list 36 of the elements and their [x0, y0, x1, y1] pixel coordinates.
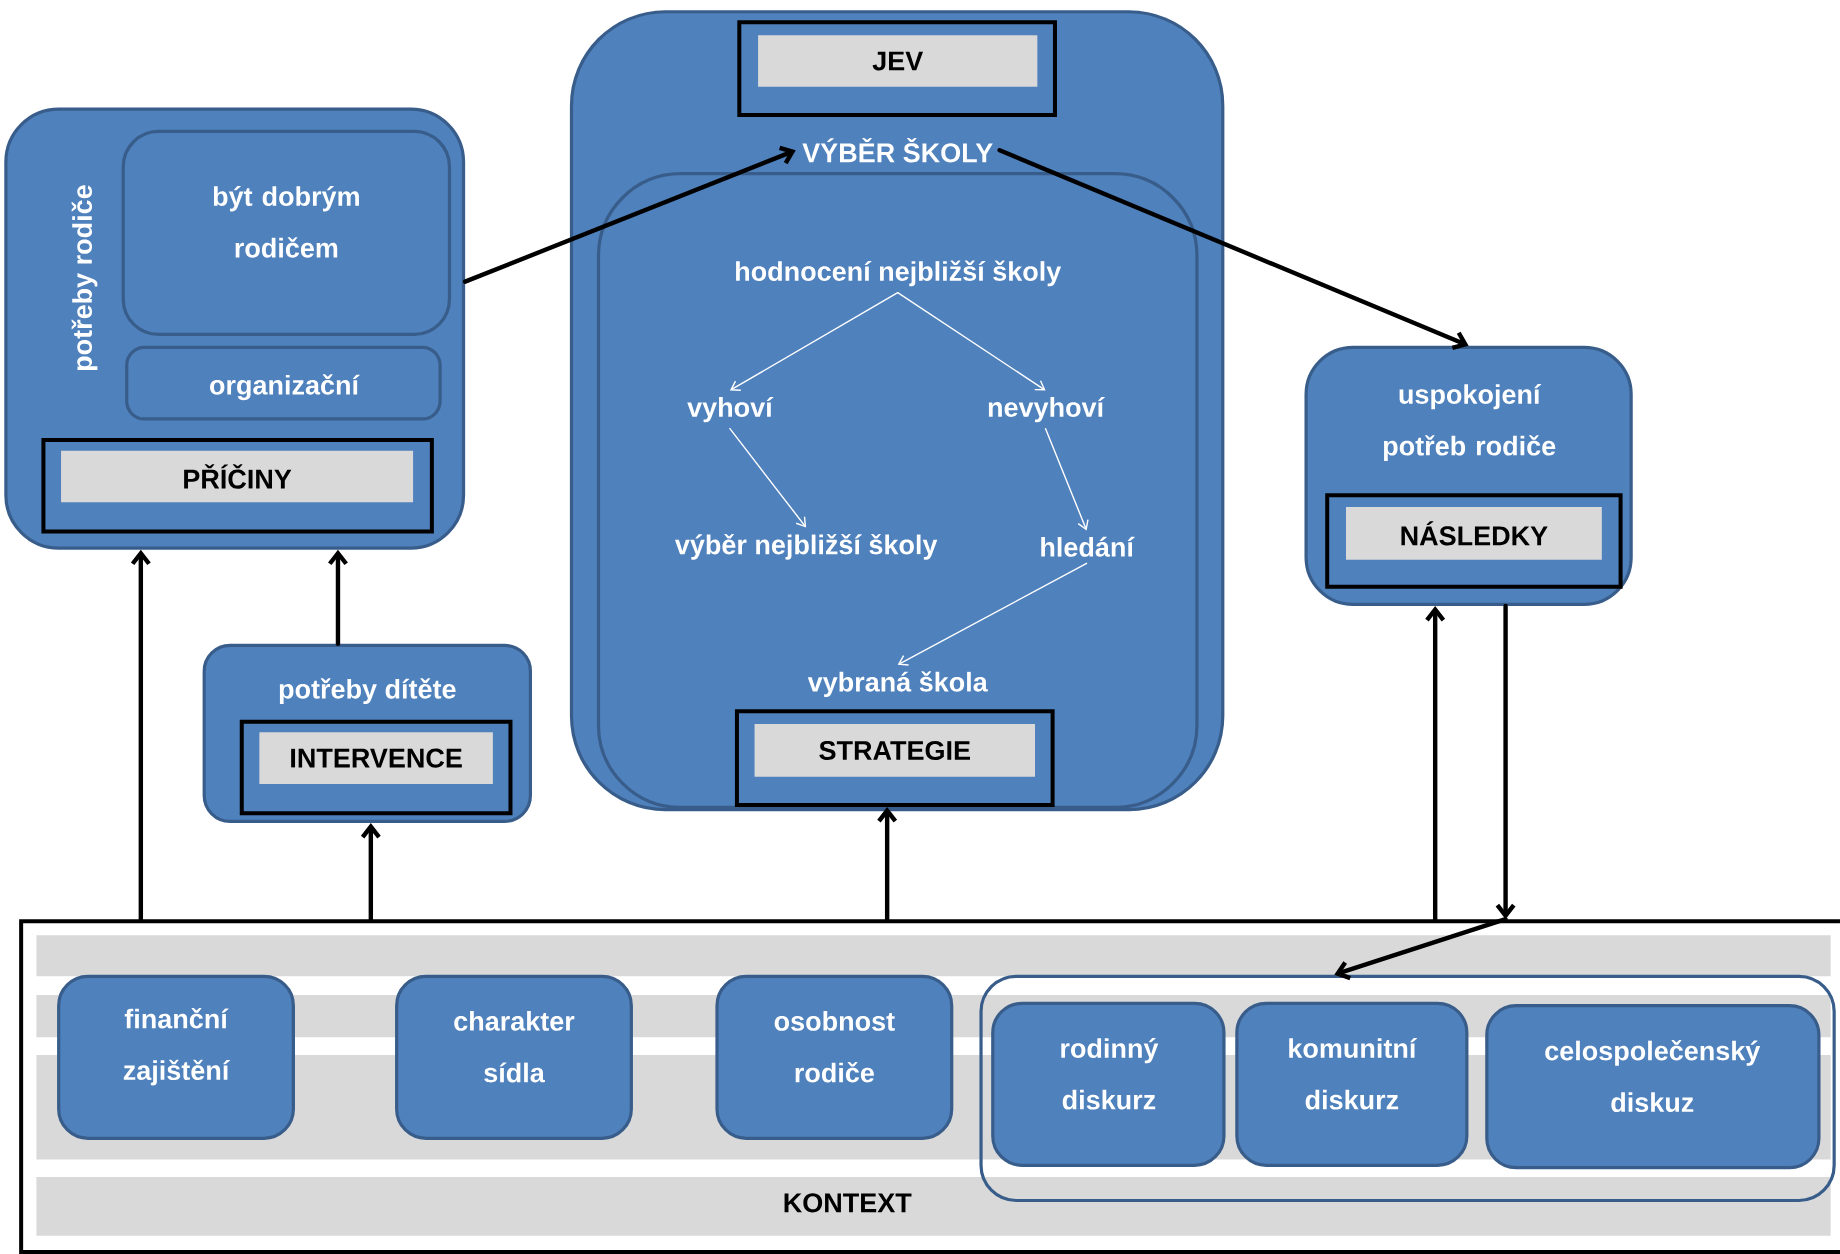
label-box: NÁSLEDKY — [1325, 493, 1623, 589]
rounded-box: osobnost rodiče — [715, 974, 954, 1140]
arrow — [729, 427, 807, 528]
arrow — [877, 806, 898, 922]
rounded-box: organizační — [125, 345, 442, 421]
arrow — [1425, 605, 1446, 922]
flow-text: hledání — [1041, 536, 1135, 557]
arrow — [130, 549, 151, 922]
flow-text: vyhoví — [687, 396, 774, 423]
label-box: INTERVENCE — [239, 719, 513, 815]
arrow — [729, 291, 899, 391]
rounded-box: celospolečenský diskuz — [1485, 1003, 1821, 1169]
arrow — [1044, 427, 1089, 531]
label-box: PŘÍČINY — [41, 437, 434, 534]
rounded-box — [596, 171, 1199, 809]
flow-text: výběr nejbližší školy — [674, 533, 938, 560]
rounded-box: charakter sídla — [395, 974, 633, 1140]
rounded-box: komunitní diskurz — [1235, 1001, 1469, 1167]
flow-text: hodnocení nejbližší školy — [736, 260, 1062, 287]
flow-text: VÝBĚR ŠKOLY — [802, 137, 993, 163]
arrow — [997, 147, 1469, 350]
label-box: STRATEGIE — [734, 708, 1055, 807]
flow-text: vybraná škola — [807, 671, 988, 697]
label-box: JEV — [737, 20, 1057, 117]
arrow — [897, 562, 1088, 666]
arrow — [1334, 916, 1508, 981]
rounded-box: rodinný diskurz — [991, 1001, 1226, 1167]
arrow — [1495, 603, 1516, 919]
arrow — [462, 145, 796, 284]
group-outline — [979, 974, 1836, 1202]
arrow — [328, 549, 348, 646]
rounded-box: být dobrým rodičem — [121, 129, 452, 336]
flow-text: nevyhoví — [988, 396, 1105, 423]
rounded-box: finanční zajištění — [57, 974, 295, 1140]
arrow — [897, 291, 1046, 391]
arrow — [360, 822, 381, 922]
